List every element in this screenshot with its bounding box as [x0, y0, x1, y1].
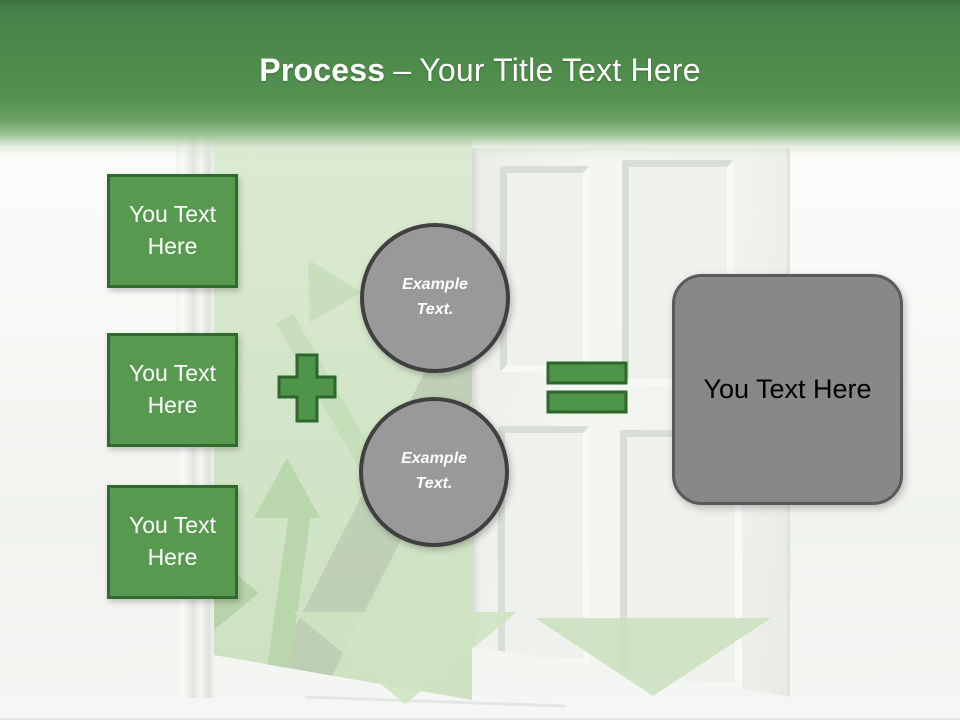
result-box: You Text Here: [672, 274, 903, 505]
circle-label: Example Text.: [401, 450, 467, 492]
green-arrow-tip-shape: [293, 612, 517, 704]
slide-bottom-edge: [0, 718, 960, 720]
page-title: Process–Your Title Text Here: [0, 52, 960, 89]
title-rest-text: Your Title Text Here: [419, 52, 701, 88]
example-circle-1: Example Text.: [360, 223, 510, 373]
equals-icon: [546, 361, 630, 420]
title-separator: –: [393, 52, 412, 88]
example-circle-2: Example Text.: [359, 397, 509, 547]
text-box-1: You Text Here: [107, 174, 238, 288]
doorway-arrow-head-shape: [254, 458, 320, 518]
green-arrow-tip-shape: [535, 618, 771, 696]
text-box-label: You Text Here: [129, 201, 216, 259]
text-box-label: You Text Here: [129, 360, 216, 418]
circle-label: Example Text.: [402, 276, 468, 318]
text-box-3: You Text Here: [107, 485, 238, 599]
header-band: [0, 0, 960, 158]
title-bold-text: Process: [259, 52, 386, 88]
plus-icon: [276, 352, 338, 429]
text-box-2: You Text Here: [107, 333, 238, 447]
text-box-label: You Text Here: [129, 512, 216, 570]
result-box-label: You Text Here: [703, 374, 872, 404]
